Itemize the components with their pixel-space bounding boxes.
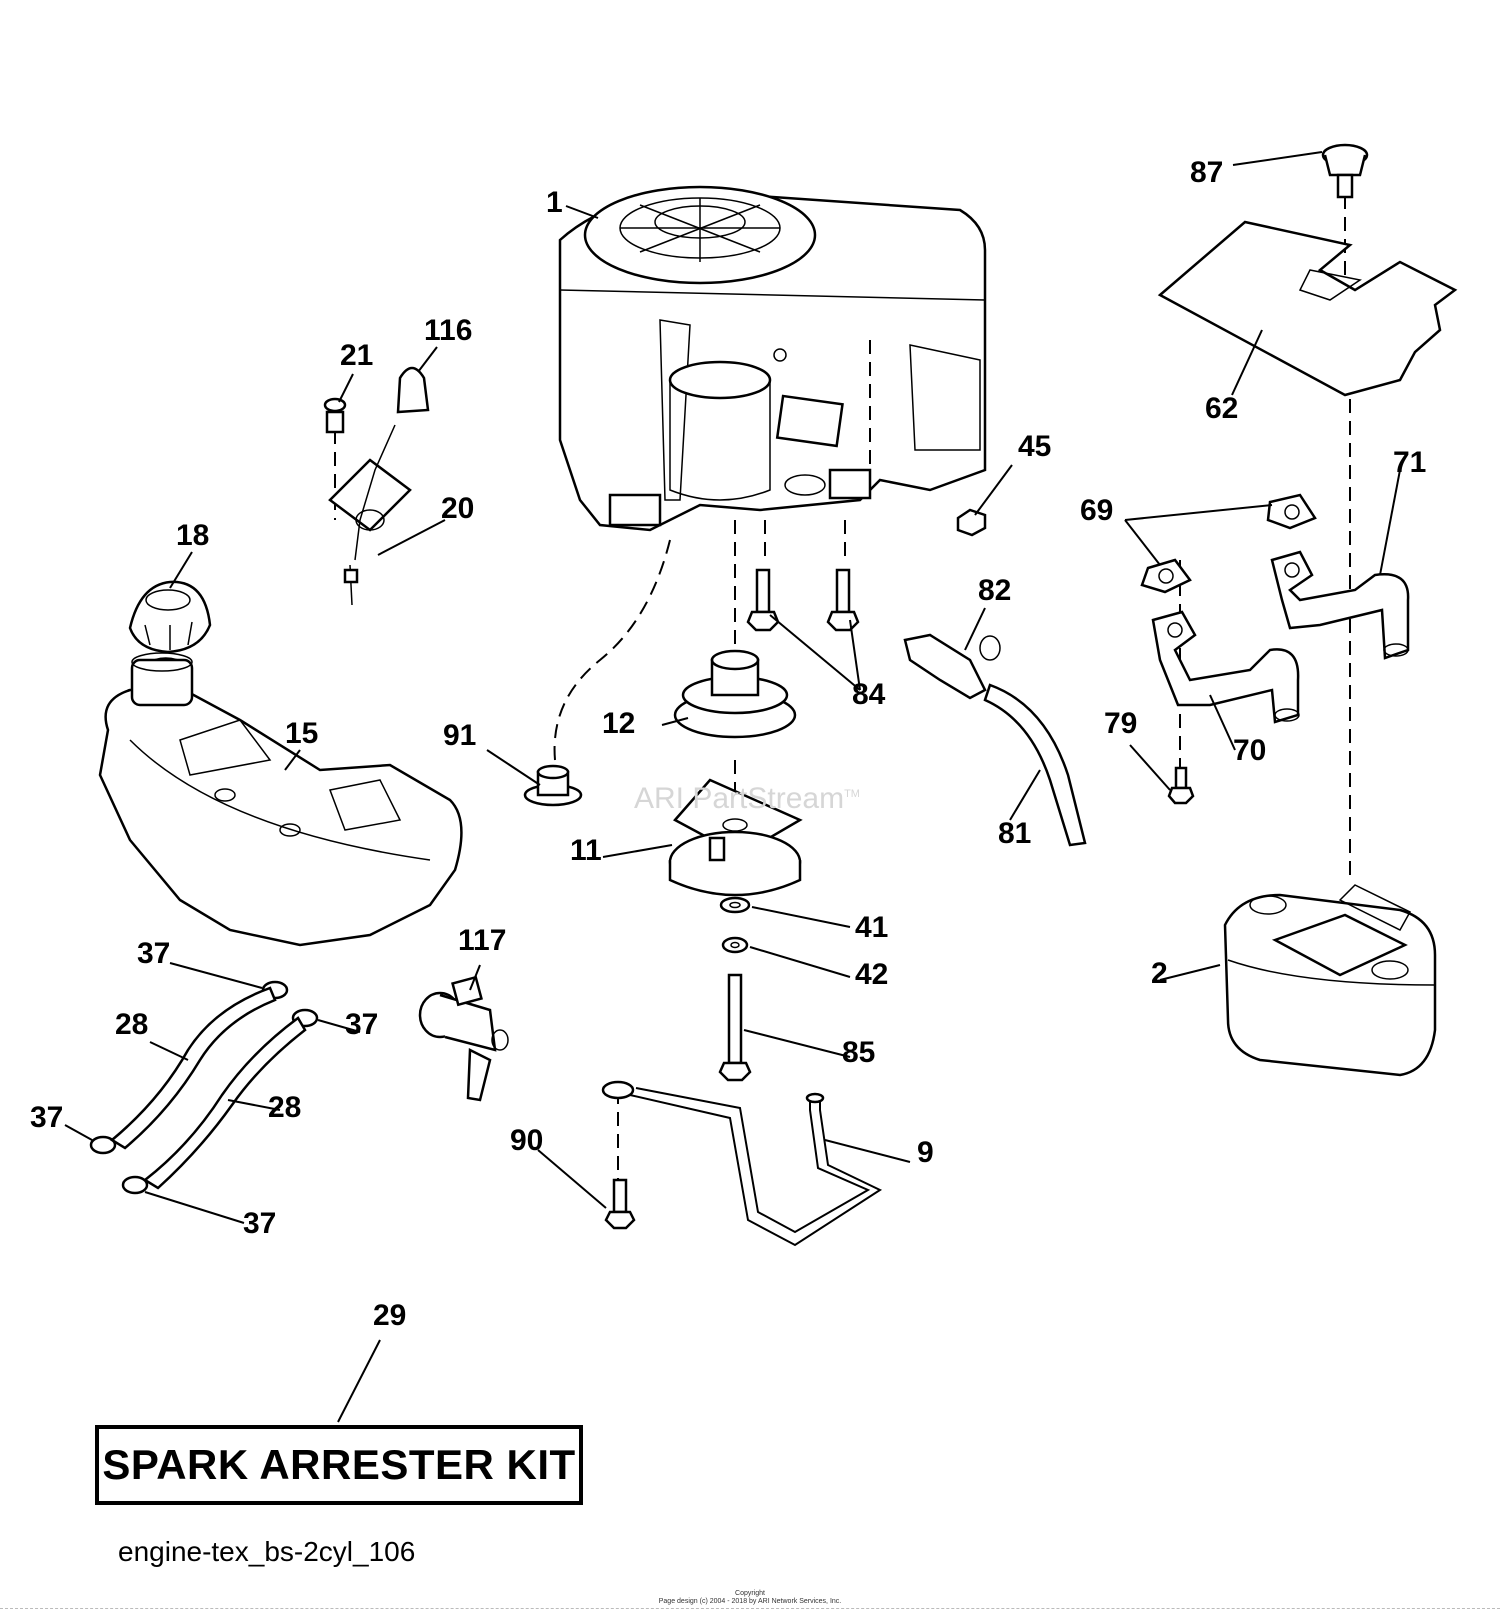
callout-85[interactable]: 85 xyxy=(842,1036,875,1069)
callout-37[interactable]: 37 xyxy=(30,1101,63,1134)
callout-116[interactable]: 116 xyxy=(424,314,472,347)
callout-91[interactable]: 91 xyxy=(443,719,476,752)
callout-41[interactable]: 41 xyxy=(855,911,888,944)
bolt-84-part[interactable] xyxy=(746,568,860,632)
fuel-line-part[interactable] xyxy=(109,986,307,1190)
callout-1[interactable]: 1 xyxy=(546,186,563,219)
fuel-tank-part[interactable] xyxy=(98,652,463,947)
washer-42-part[interactable] xyxy=(721,936,749,954)
watermark: ARI PartStreamTM xyxy=(634,782,860,815)
callout-69[interactable]: 69 xyxy=(1080,494,1113,527)
diagram-id: engine-tex_bs-2cyl_106 xyxy=(118,1536,416,1567)
pulley-part[interactable] xyxy=(673,649,797,739)
kit-label-text: SPARK ARRESTER KIT xyxy=(102,1441,576,1488)
bolt-90-part[interactable] xyxy=(604,1178,636,1230)
fuel-cap-part[interactable] xyxy=(128,580,212,654)
bolt-85-part[interactable] xyxy=(718,973,752,1082)
callout-42[interactable]: 42 xyxy=(855,958,888,991)
callout-12[interactable]: 12 xyxy=(602,707,635,740)
nut-part[interactable] xyxy=(956,508,987,537)
fuel-filter-part[interactable] xyxy=(903,633,1001,700)
clamp-part[interactable] xyxy=(89,980,319,1195)
callout-62[interactable]: 62 xyxy=(1205,392,1238,425)
callout-15[interactable]: 15 xyxy=(285,717,318,750)
copyright-line-2: Page design (c) 2004 - 2018 by ARI Netwo… xyxy=(658,1598,842,1605)
callout-117[interactable]: 117 xyxy=(458,924,506,957)
callout-21[interactable]: 21 xyxy=(340,339,373,372)
callout-81[interactable]: 81 xyxy=(998,817,1031,850)
callout-28[interactable]: 28 xyxy=(115,1008,148,1041)
leader-lines xyxy=(64,151,1401,1423)
exhaust-pipe-right-part[interactable] xyxy=(1270,550,1410,660)
callout-9[interactable]: 9 xyxy=(917,1136,934,1169)
callout-82[interactable]: 82 xyxy=(978,574,1011,607)
callout-18[interactable]: 18 xyxy=(176,519,209,552)
callout-numbers: 1 87 62 116 21 20 45 69 71 18 82 84 12 9… xyxy=(30,156,1426,1332)
washer-41-part[interactable] xyxy=(719,896,751,914)
callout-37[interactable]: 37 xyxy=(243,1207,276,1240)
engine-part[interactable] xyxy=(558,185,987,532)
callout-84[interactable]: 84 xyxy=(852,678,886,711)
shutoff-valve-part[interactable] xyxy=(418,975,509,1102)
dipstick-tube-part[interactable] xyxy=(601,1080,883,1247)
callout-79[interactable]: 79 xyxy=(1104,707,1137,740)
callout-37[interactable]: 37 xyxy=(137,937,170,970)
knob-part[interactable] xyxy=(1321,143,1369,199)
copyright-line-1: Copyright xyxy=(735,1590,765,1597)
callout-29[interactable]: 29 xyxy=(373,1299,406,1332)
clutch-part[interactable] xyxy=(668,778,803,897)
heat-shield-part[interactable] xyxy=(1157,220,1458,397)
callout-11[interactable]: 11 xyxy=(570,834,602,867)
page-divider xyxy=(0,1608,1500,1609)
callout-87[interactable]: 87 xyxy=(1190,156,1223,189)
gasket-part[interactable] xyxy=(1140,493,1317,594)
callout-45[interactable]: 45 xyxy=(1018,430,1051,463)
spark-arrester-kit-label[interactable]: SPARK ARRESTER KIT xyxy=(95,1425,583,1505)
muffler-part[interactable] xyxy=(1223,884,1437,1077)
throttle-control-part[interactable] xyxy=(323,366,430,606)
exhaust-pipe-left-part[interactable] xyxy=(1151,610,1300,724)
callout-2[interactable]: 2 xyxy=(1151,957,1168,990)
callout-90[interactable]: 90 xyxy=(510,1124,543,1157)
bushing-part[interactable] xyxy=(523,764,583,807)
bolt-79-part[interactable] xyxy=(1167,766,1195,805)
copyright-notice: Copyright Page design (c) 2004 - 2018 by… xyxy=(0,1590,1500,1606)
callout-28[interactable]: 28 xyxy=(268,1091,301,1124)
callout-37[interactable]: 37 xyxy=(345,1008,378,1041)
callout-20[interactable]: 20 xyxy=(441,492,474,525)
callout-70[interactable]: 70 xyxy=(1233,734,1266,767)
fuel-hose-part[interactable] xyxy=(983,683,1087,847)
callout-71[interactable]: 71 xyxy=(1393,446,1426,479)
